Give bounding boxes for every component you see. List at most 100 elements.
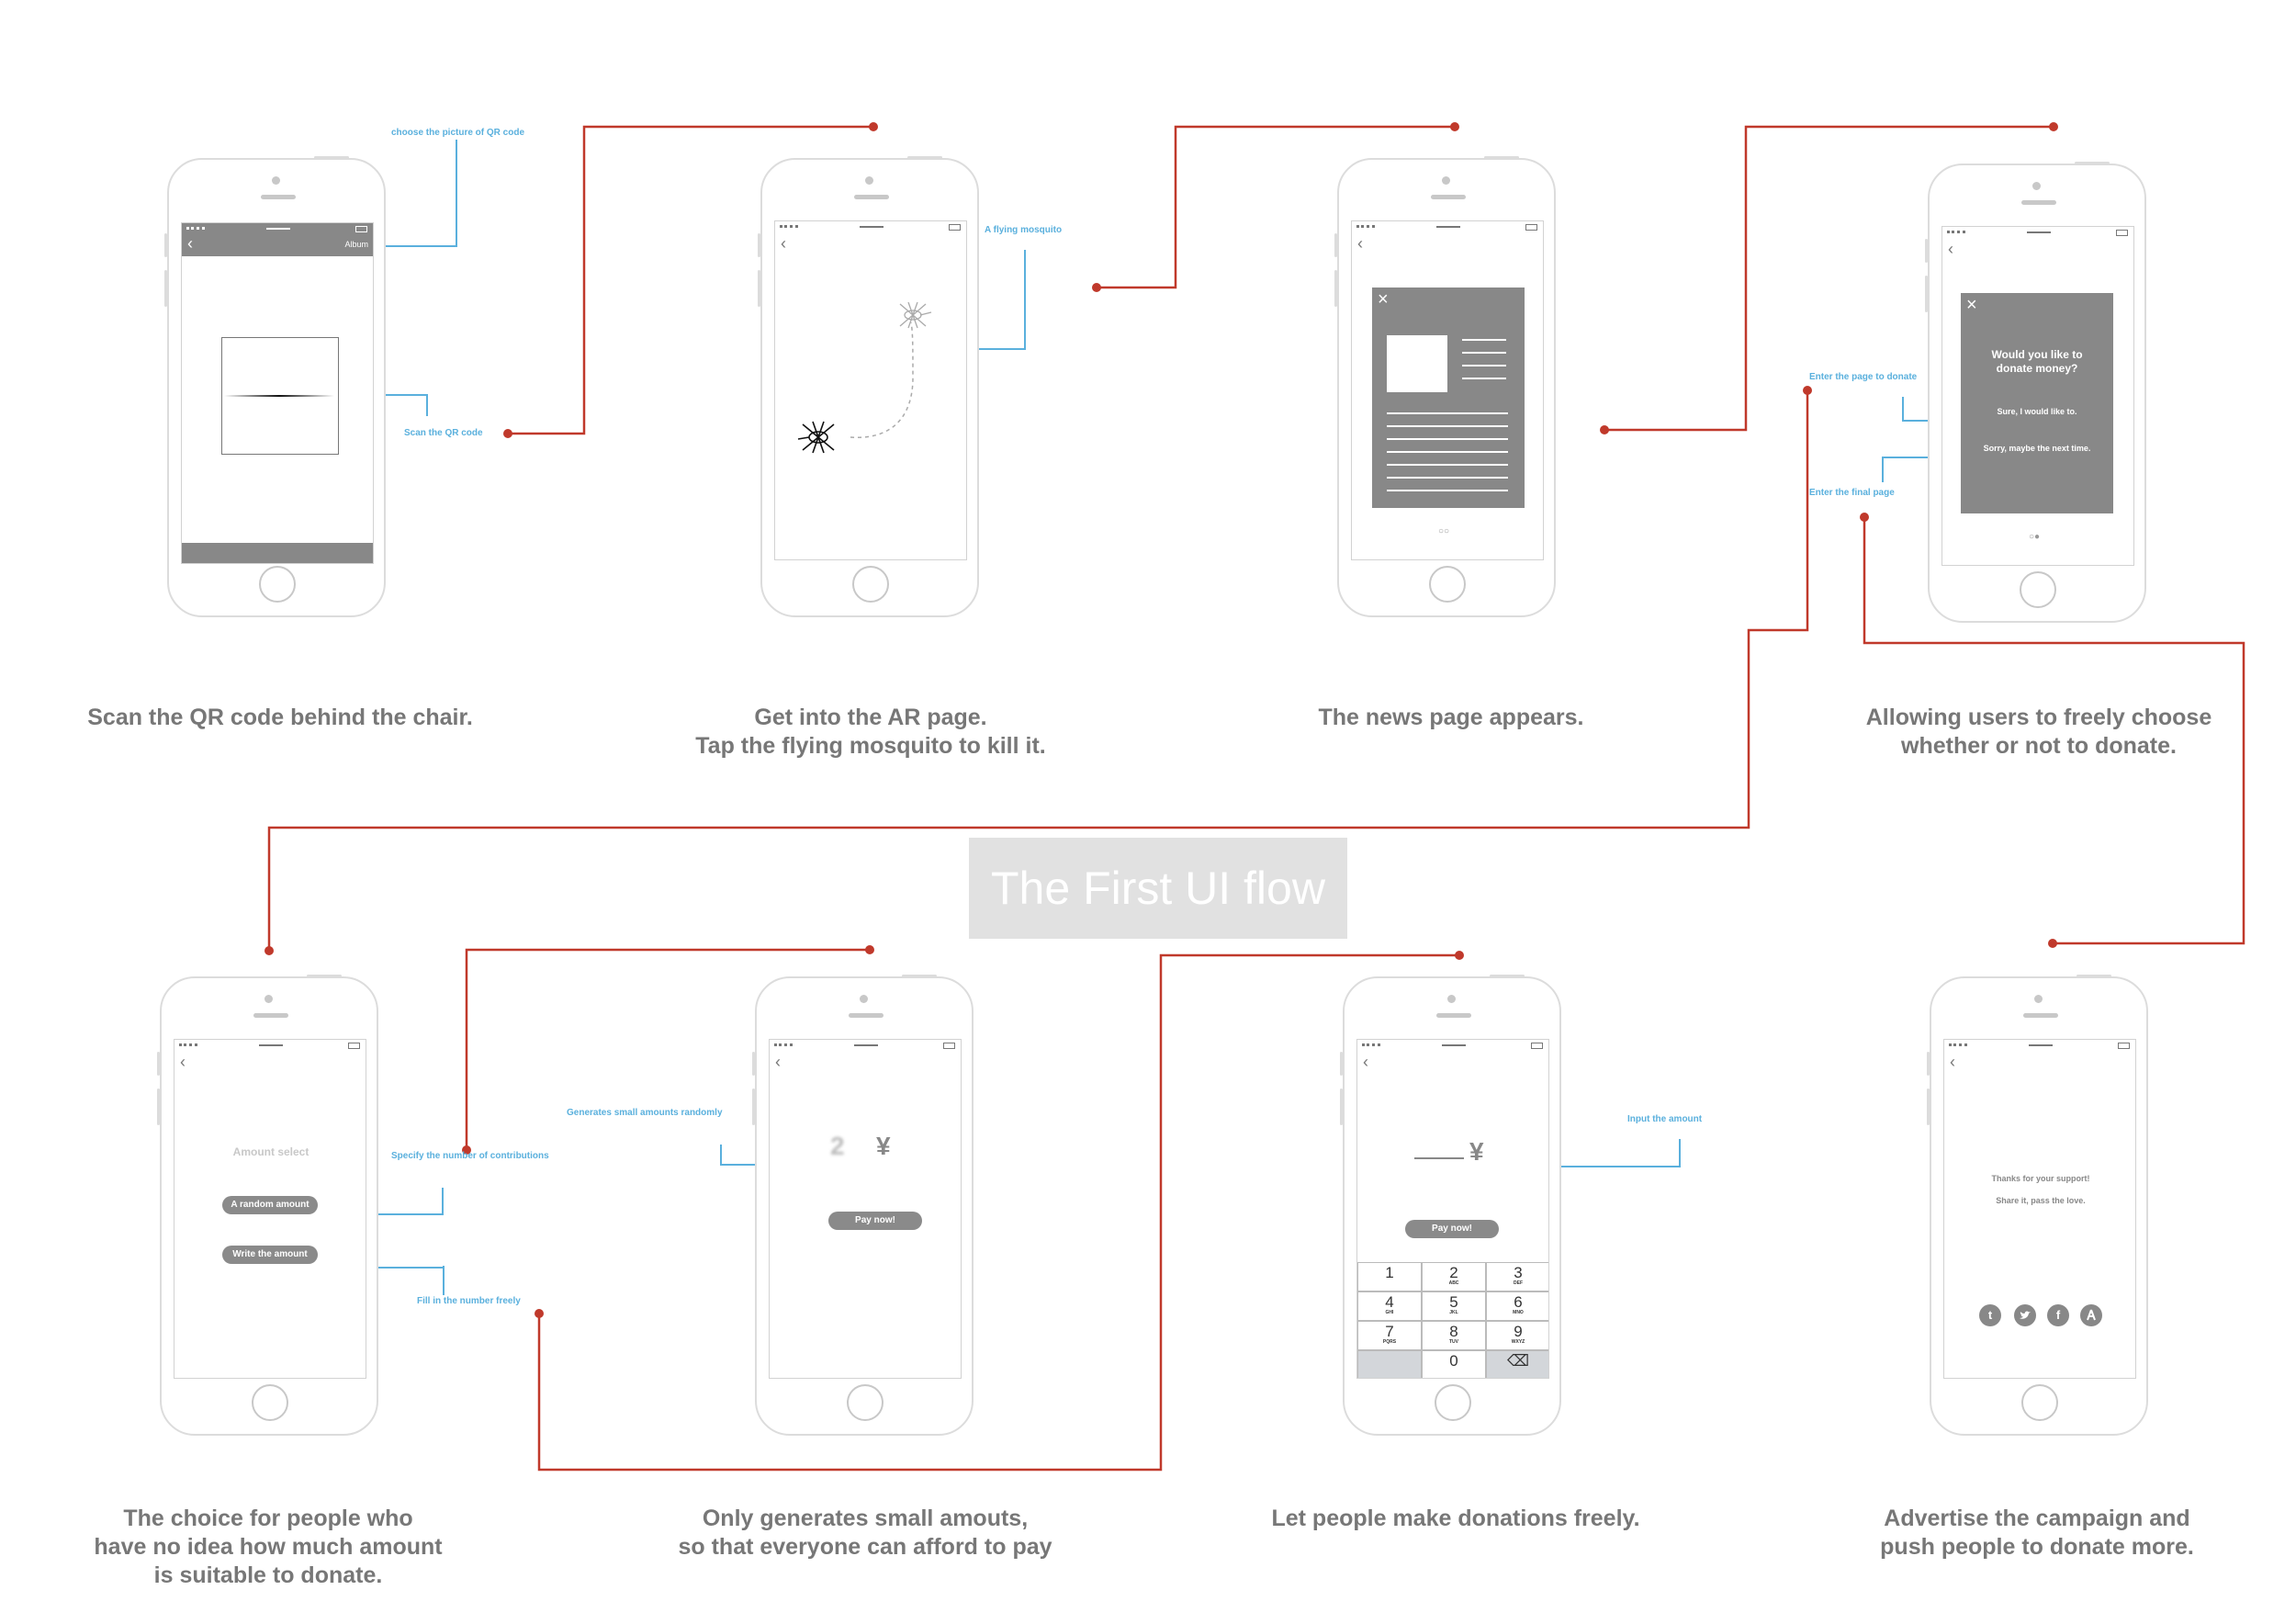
no-donate-option[interactable]: Sorry, maybe the next time. bbox=[1983, 444, 2091, 453]
status-bar bbox=[1944, 1040, 2135, 1051]
keypad-blank-key bbox=[1357, 1350, 1422, 1378]
status-bar bbox=[770, 1040, 961, 1051]
share-text: Share it, pass the love. bbox=[1996, 1196, 2086, 1205]
home-button[interactable] bbox=[2021, 1384, 2058, 1421]
random-amount-button[interactable]: A random amount bbox=[222, 1196, 318, 1214]
yes-donate-option[interactable]: Sure, I would like to. bbox=[1997, 407, 2077, 416]
flow-dot bbox=[1600, 425, 1609, 434]
back-chevron-icon[interactable]: ‹ bbox=[1363, 1053, 1368, 1071]
flow-dot bbox=[535, 1309, 544, 1318]
caption-scan-qr: Scan the QR code behind the chair. bbox=[87, 704, 473, 732]
anno-line bbox=[1529, 1139, 1681, 1167]
keypad-key[interactable]: 0 bbox=[1422, 1350, 1486, 1378]
annotation-generates-random: Generates small amounts randomly bbox=[567, 1108, 723, 1118]
close-icon[interactable]: × bbox=[1378, 289, 1389, 310]
caption-line: push people to donate more. bbox=[1880, 1534, 2194, 1560]
caption-line: Tap the flying mosquito to kill it. bbox=[695, 733, 1046, 759]
home-button[interactable] bbox=[252, 1384, 288, 1421]
news-card: × bbox=[1372, 288, 1525, 508]
status-bar bbox=[1942, 227, 2133, 238]
currency-symbol: ¥ bbox=[876, 1132, 891, 1160]
pay-now-button[interactable]: Pay now! bbox=[1405, 1220, 1499, 1238]
key-number: 0 bbox=[1449, 1352, 1458, 1370]
flow-dot bbox=[1455, 951, 1464, 960]
status-bar bbox=[174, 1040, 366, 1051]
flow-dot bbox=[1092, 283, 1101, 292]
close-icon[interactable]: × bbox=[1966, 295, 1977, 315]
back-chevron-icon[interactable]: ‹ bbox=[1950, 1053, 1955, 1071]
home-button[interactable] bbox=[259, 566, 296, 603]
flow-dot bbox=[1803, 386, 1812, 395]
caption-line: The news page appears. bbox=[1318, 705, 1584, 730]
home-button[interactable] bbox=[852, 566, 889, 603]
currency-symbol: ¥ bbox=[1469, 1137, 1484, 1166]
caption-line: whether or not to donate. bbox=[1900, 733, 2177, 759]
home-button[interactable] bbox=[847, 1384, 884, 1421]
back-chevron-icon[interactable]: ‹ bbox=[180, 1053, 186, 1071]
write-amount-button[interactable]: Write the amount bbox=[222, 1246, 318, 1264]
screen: ‹ Album bbox=[181, 222, 374, 564]
back-chevron-icon[interactable]: ‹ bbox=[781, 234, 786, 253]
phone-button bbox=[314, 156, 349, 159]
caption-line: Only generates small amouts, bbox=[702, 1506, 1029, 1531]
flow-dot bbox=[2048, 939, 2057, 948]
album-button[interactable]: Album bbox=[344, 240, 368, 249]
caption-line: so that everyone can afford to pay bbox=[678, 1534, 1052, 1560]
phone-button bbox=[157, 1052, 160, 1076]
caption-line: is suitable to donate. bbox=[153, 1562, 383, 1588]
home-button[interactable] bbox=[1435, 1384, 1471, 1421]
screen: ‹ × Would you like to donate money? Sure… bbox=[1941, 226, 2134, 566]
home-button[interactable] bbox=[1429, 566, 1466, 603]
phone-button bbox=[1925, 276, 1928, 312]
speaker bbox=[261, 195, 296, 199]
facebook-icon[interactable]: f bbox=[2047, 1304, 2069, 1326]
twitter-icon[interactable] bbox=[2014, 1304, 2036, 1326]
back-chevron-icon[interactable]: ‹ bbox=[775, 1053, 781, 1071]
amount-input[interactable] bbox=[1414, 1157, 1464, 1159]
caption-ar-page: Get into the AR page. Tap the flying mos… bbox=[695, 704, 1045, 761]
thanks-text: Thanks for your support! bbox=[1991, 1174, 2090, 1183]
speaker bbox=[1431, 195, 1466, 199]
caption-line: The choice for people who bbox=[123, 1506, 413, 1531]
key-number: 7 bbox=[1385, 1323, 1394, 1340]
tumblr-icon[interactable]: t bbox=[1979, 1304, 2001, 1326]
amount-select-heading: Amount select bbox=[232, 1145, 310, 1158]
phone-amount-select: ‹ Amount select A random amount Write th… bbox=[157, 975, 378, 1436]
key-letters: MNO bbox=[1513, 1310, 1524, 1315]
speaker bbox=[854, 195, 889, 199]
annotation-specify-number: Specify the number of contributions bbox=[391, 1151, 549, 1161]
annotation-enter-final: Enter the final page bbox=[1809, 488, 1895, 498]
status-bar bbox=[775, 221, 966, 232]
phone-button bbox=[758, 270, 760, 307]
pay-now-button[interactable]: Pay now! bbox=[828, 1212, 922, 1230]
key-letters: WXYZ bbox=[1511, 1339, 1525, 1345]
flow-line-3-4 bbox=[1604, 125, 2054, 432]
key-number: 5 bbox=[1449, 1293, 1458, 1311]
status-bar bbox=[1352, 221, 1543, 232]
page-dots: ○● bbox=[2029, 532, 2041, 542]
back-chevron-icon[interactable]: ‹ bbox=[1357, 234, 1363, 253]
delete-key-icon[interactable]: ⌫ bbox=[1486, 1350, 1548, 1378]
keypad-key[interactable]: 1 bbox=[1357, 1262, 1422, 1291]
caption-random-amount: Only generates small amouts, so that eve… bbox=[678, 1505, 1052, 1562]
share-link-icon[interactable] bbox=[2080, 1304, 2102, 1326]
camera bbox=[272, 176, 280, 185]
status-bar bbox=[1357, 1040, 1548, 1051]
annotation-choose-qr: choose the picture of QR code bbox=[391, 128, 525, 138]
back-chevron-icon[interactable]: ‹ bbox=[187, 234, 193, 253]
home-button[interactable] bbox=[2020, 571, 2056, 608]
flow-dot bbox=[1450, 122, 1459, 131]
camera bbox=[264, 995, 273, 1003]
back-chevron-icon[interactable]: ‹ bbox=[1948, 240, 1953, 258]
